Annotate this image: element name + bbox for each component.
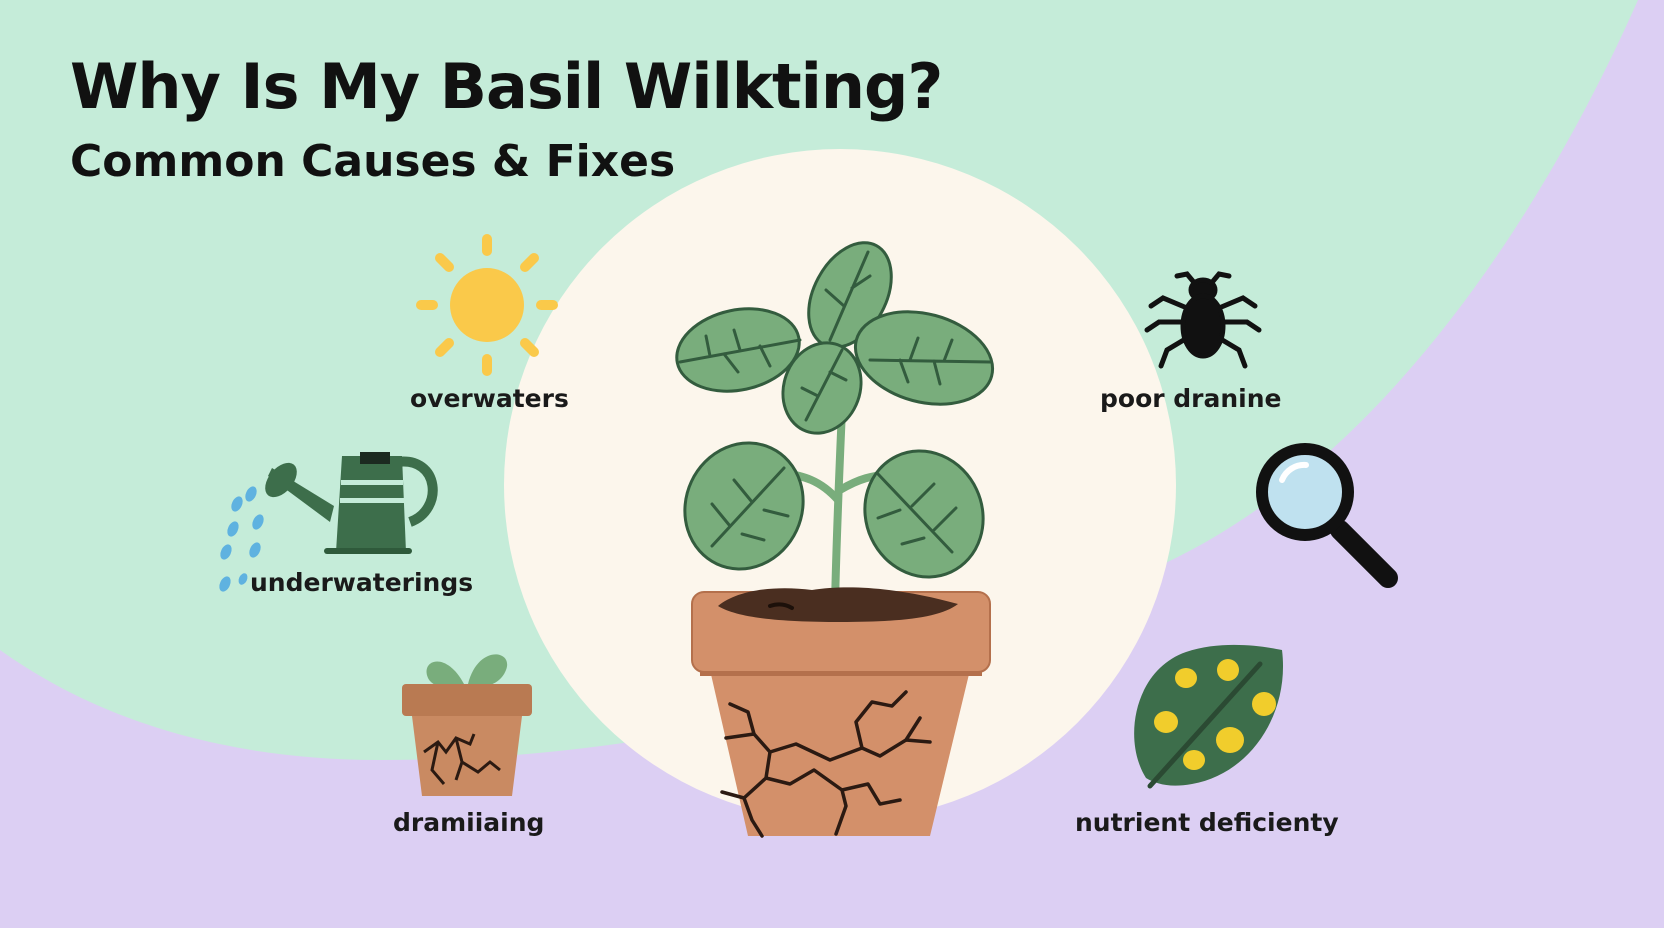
bug-icon [1144,271,1262,369]
magnifier-icon [1256,443,1398,588]
page-subtitle: Common Causes & Fixes [70,136,676,187]
label-underwatering: underwaterings [250,568,474,597]
spotted-leaf-icon [1134,644,1284,789]
sun-icon [416,234,558,376]
watering-can-icon [219,452,438,592]
label-poor-drainage: poor dranine [1100,384,1282,413]
basil-pot-icon [675,241,995,838]
leaf-upper-right [853,310,995,406]
label-draining: dramiiaing [393,808,545,837]
leaf-lower-left [683,441,805,571]
page-title: Why Is My Basil Wilkting? [70,50,943,123]
small-pot-icon [402,654,532,796]
label-nutrient-deficiency: nutrient deficienty [1075,808,1339,837]
leaf-lower-right [863,449,985,579]
label-overwaters: overwaters [410,384,569,413]
